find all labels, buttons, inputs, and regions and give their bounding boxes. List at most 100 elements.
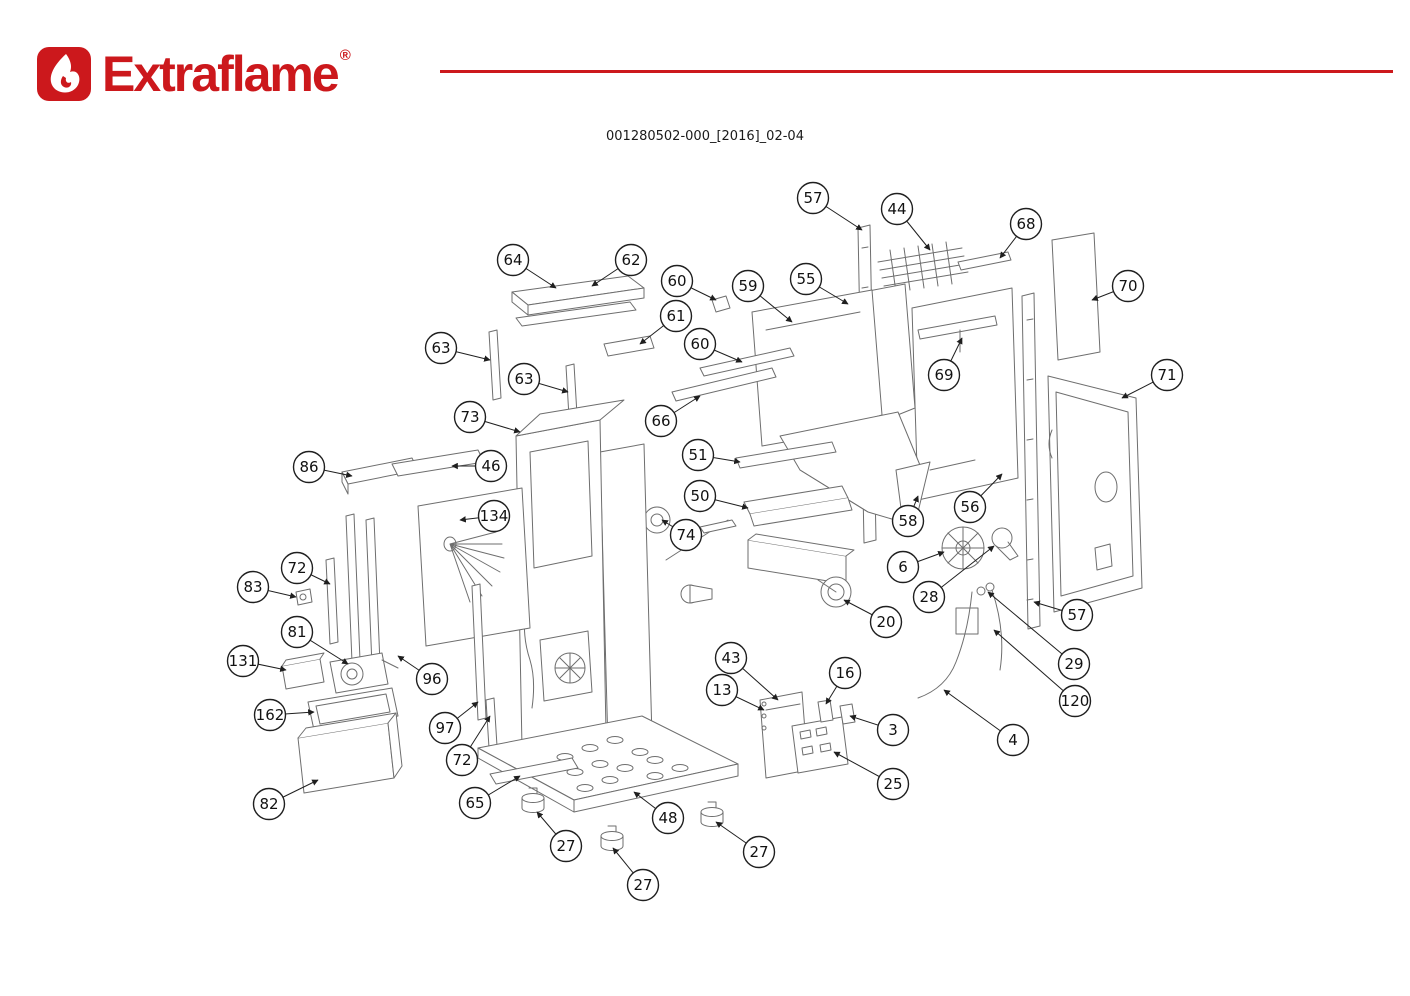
document-code: 001280502-000_[2016]_02-04	[606, 129, 804, 144]
svg-text:96: 96	[422, 670, 441, 688]
callout-43-38: 43	[714, 641, 779, 701]
callout-25-43: 25	[833, 751, 910, 801]
part-electronics	[760, 692, 855, 778]
svg-text:63: 63	[514, 370, 533, 388]
svg-text:60: 60	[667, 272, 686, 290]
callout-131-34: 131	[226, 644, 287, 678]
callout-57-0: 57	[796, 181, 863, 231]
svg-text:70: 70	[1118, 277, 1137, 295]
svg-text:27: 27	[633, 876, 652, 894]
callout-20-30: 20	[843, 599, 903, 639]
callout-72-44: 72	[445, 715, 491, 777]
callout-69-16: 69	[927, 337, 963, 392]
callout-162-35: 162	[253, 698, 315, 732]
svg-text:68: 68	[1016, 215, 1035, 233]
svg-text:62: 62	[621, 251, 640, 269]
callout-27-49: 27	[715, 821, 776, 869]
callout-66-14: 66	[644, 395, 701, 438]
svg-text:27: 27	[556, 837, 575, 855]
svg-text:69: 69	[934, 366, 953, 384]
svg-text:97: 97	[435, 719, 454, 737]
svg-text:13: 13	[712, 681, 731, 699]
svg-text:61: 61	[666, 307, 685, 325]
callout-55-8: 55	[789, 262, 849, 305]
part-base-plate-48	[478, 716, 738, 812]
part-strips-66-60	[672, 296, 794, 401]
svg-text:56: 56	[960, 498, 979, 516]
callout-63-10: 63	[424, 331, 491, 365]
callout-51-20: 51	[681, 438, 741, 472]
callout-86-18: 86	[292, 450, 353, 484]
callout-13-39: 13	[705, 673, 765, 711]
part-cables-sensors	[918, 583, 1002, 698]
part-rear-upright-right	[1022, 293, 1040, 629]
svg-text:131: 131	[229, 652, 258, 670]
svg-text:55: 55	[796, 270, 815, 288]
extraflame-logo-icon	[37, 47, 91, 101]
callout-81-31: 81	[280, 615, 349, 665]
callout-72-26: 72	[280, 551, 331, 585]
svg-text:57: 57	[803, 189, 822, 207]
callout-68-2: 68	[999, 207, 1043, 259]
svg-text:72: 72	[287, 559, 306, 577]
svg-text:29: 29	[1064, 655, 1083, 673]
part-fan-motor-28	[992, 528, 1018, 560]
svg-text:74: 74	[676, 526, 695, 544]
part-grille	[878, 242, 968, 292]
part-strip-65	[490, 758, 578, 784]
callout-65-46: 65	[458, 775, 521, 820]
part-top-strip-68	[958, 252, 1011, 270]
part-central-body-73	[516, 400, 652, 748]
callout-59-7: 59	[731, 269, 793, 323]
callout-44-1: 44	[880, 192, 931, 251]
callout-58-22: 58	[891, 495, 925, 538]
part-back-panels-55-59	[752, 284, 922, 522]
callout-83-27: 83	[236, 570, 297, 604]
callout-97-36: 97	[428, 701, 479, 745]
svg-text:73: 73	[460, 408, 479, 426]
svg-text:28: 28	[919, 588, 938, 606]
svg-text:58: 58	[898, 512, 917, 530]
part-top-beams-64-62	[512, 276, 644, 326]
svg-text:64: 64	[503, 251, 522, 269]
svg-text:48: 48	[658, 809, 677, 827]
callout-4-42: 4	[943, 689, 1030, 757]
svg-text:82: 82	[259, 795, 278, 813]
callout-57-29: 57	[1033, 598, 1094, 632]
part-brackets-50-51	[736, 442, 852, 526]
svg-text:65: 65	[465, 794, 484, 812]
callout-60-6: 60	[660, 264, 717, 301]
callout-74-24: 74	[661, 518, 703, 552]
callout-61-9: 61	[639, 299, 693, 345]
svg-text:83: 83	[243, 578, 262, 596]
svg-text:50: 50	[690, 487, 709, 505]
callout-82-45: 82	[252, 779, 319, 821]
callout-16-40: 16	[825, 656, 862, 705]
svg-text:59: 59	[738, 277, 757, 295]
part-flue-outlet-74	[644, 507, 736, 560]
callout-60-11: 60	[683, 327, 743, 363]
svg-text:66: 66	[651, 412, 670, 430]
svg-text:27: 27	[749, 843, 768, 861]
callout-50-21: 50	[683, 479, 749, 513]
callout-56-23: 56	[953, 473, 1003, 524]
svg-text:134: 134	[480, 507, 509, 525]
svg-text:3: 3	[888, 721, 898, 739]
callout-29-33: 29	[987, 591, 1091, 681]
svg-text:71: 71	[1157, 366, 1176, 384]
svg-text:4: 4	[1008, 731, 1018, 749]
part-left-panels	[326, 450, 530, 764]
callout-62-5: 62	[591, 243, 648, 287]
svg-text:57: 57	[1067, 606, 1086, 624]
svg-text:20: 20	[876, 613, 895, 631]
svg-text:81: 81	[287, 623, 306, 641]
callout-27-50: 27	[612, 847, 660, 902]
part-83	[296, 589, 312, 605]
callout-120-37: 120	[993, 629, 1092, 718]
part-box-82	[298, 713, 402, 793]
header-rule	[440, 70, 1393, 73]
